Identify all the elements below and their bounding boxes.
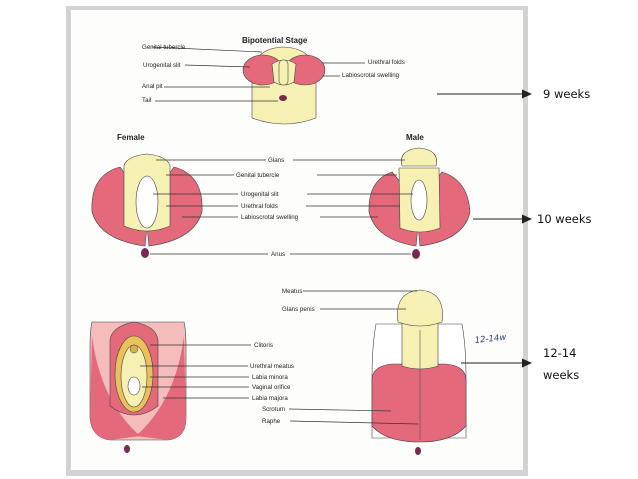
male-intermediate-figure	[368, 147, 471, 259]
timeline-arrow-9-weeks	[437, 89, 532, 99]
handwritten-note: 12-14w	[474, 333, 507, 346]
male-final-anus-mark	[415, 447, 421, 455]
label-9-weeks: 9 weeks	[543, 87, 590, 101]
label-anus: Anus	[271, 251, 285, 258]
label-weeks: weeks	[543, 368, 579, 382]
anal-pit-mark	[279, 95, 287, 101]
female-intermediate-figure	[91, 153, 203, 258]
label-genital-tubercle-b: Genital tubercle	[236, 172, 280, 179]
label-labioscrotal-swelling-a: Labioscrotal swelling	[342, 72, 400, 79]
label-glans: Glans	[268, 157, 284, 164]
label-vaginal-orifice: Vaginal orifice	[252, 384, 291, 391]
label-tail: Tail	[142, 97, 151, 104]
label-12-14: 12-14	[543, 346, 576, 360]
label-labia-majora: Labia majora	[252, 395, 288, 402]
bipotential-figure	[242, 46, 326, 125]
label-10-weeks: 10 weeks	[537, 212, 592, 226]
timeline-arrow-10-weeks	[473, 214, 532, 224]
label-urethral-folds-a: Urethral folds	[368, 59, 405, 66]
label-glans-penis: Glans penis	[282, 306, 315, 313]
female-final-figure	[89, 321, 187, 453]
label-labia-minora: Labia minora	[252, 374, 288, 381]
male-heading: Male	[406, 133, 424, 142]
female-anus-mark	[141, 248, 149, 258]
label-clitoris: Clitoris	[254, 342, 273, 349]
male-final-figure	[371, 289, 467, 455]
label-scrotum: Scrotum	[262, 406, 285, 413]
label-labioscrotal-swelling-b: Labioscrotal swelling	[241, 214, 299, 221]
label-meatus: Meatus	[282, 288, 302, 295]
male-anus-mark	[412, 249, 420, 259]
label-raphe: Raphe	[262, 418, 281, 425]
female-heading: Female	[117, 133, 145, 142]
timeline-arrow-12-14-weeks	[461, 358, 532, 368]
label-urogenital-slit-b: Urogenital slit	[241, 191, 279, 198]
label-urethral-folds-b: Urethral folds	[241, 203, 278, 210]
label-urogenital-slit-a: Urogenital slit	[143, 62, 181, 69]
bipotential-title: Bipotential Stage	[242, 36, 308, 45]
label-urethral-meatus: Urethral meatus	[250, 363, 294, 370]
label-genital-tubercle-a: Genital tubercle	[142, 44, 186, 51]
label-anal-pit: Anal pit	[142, 83, 163, 90]
female-final-anus-mark	[124, 445, 130, 453]
